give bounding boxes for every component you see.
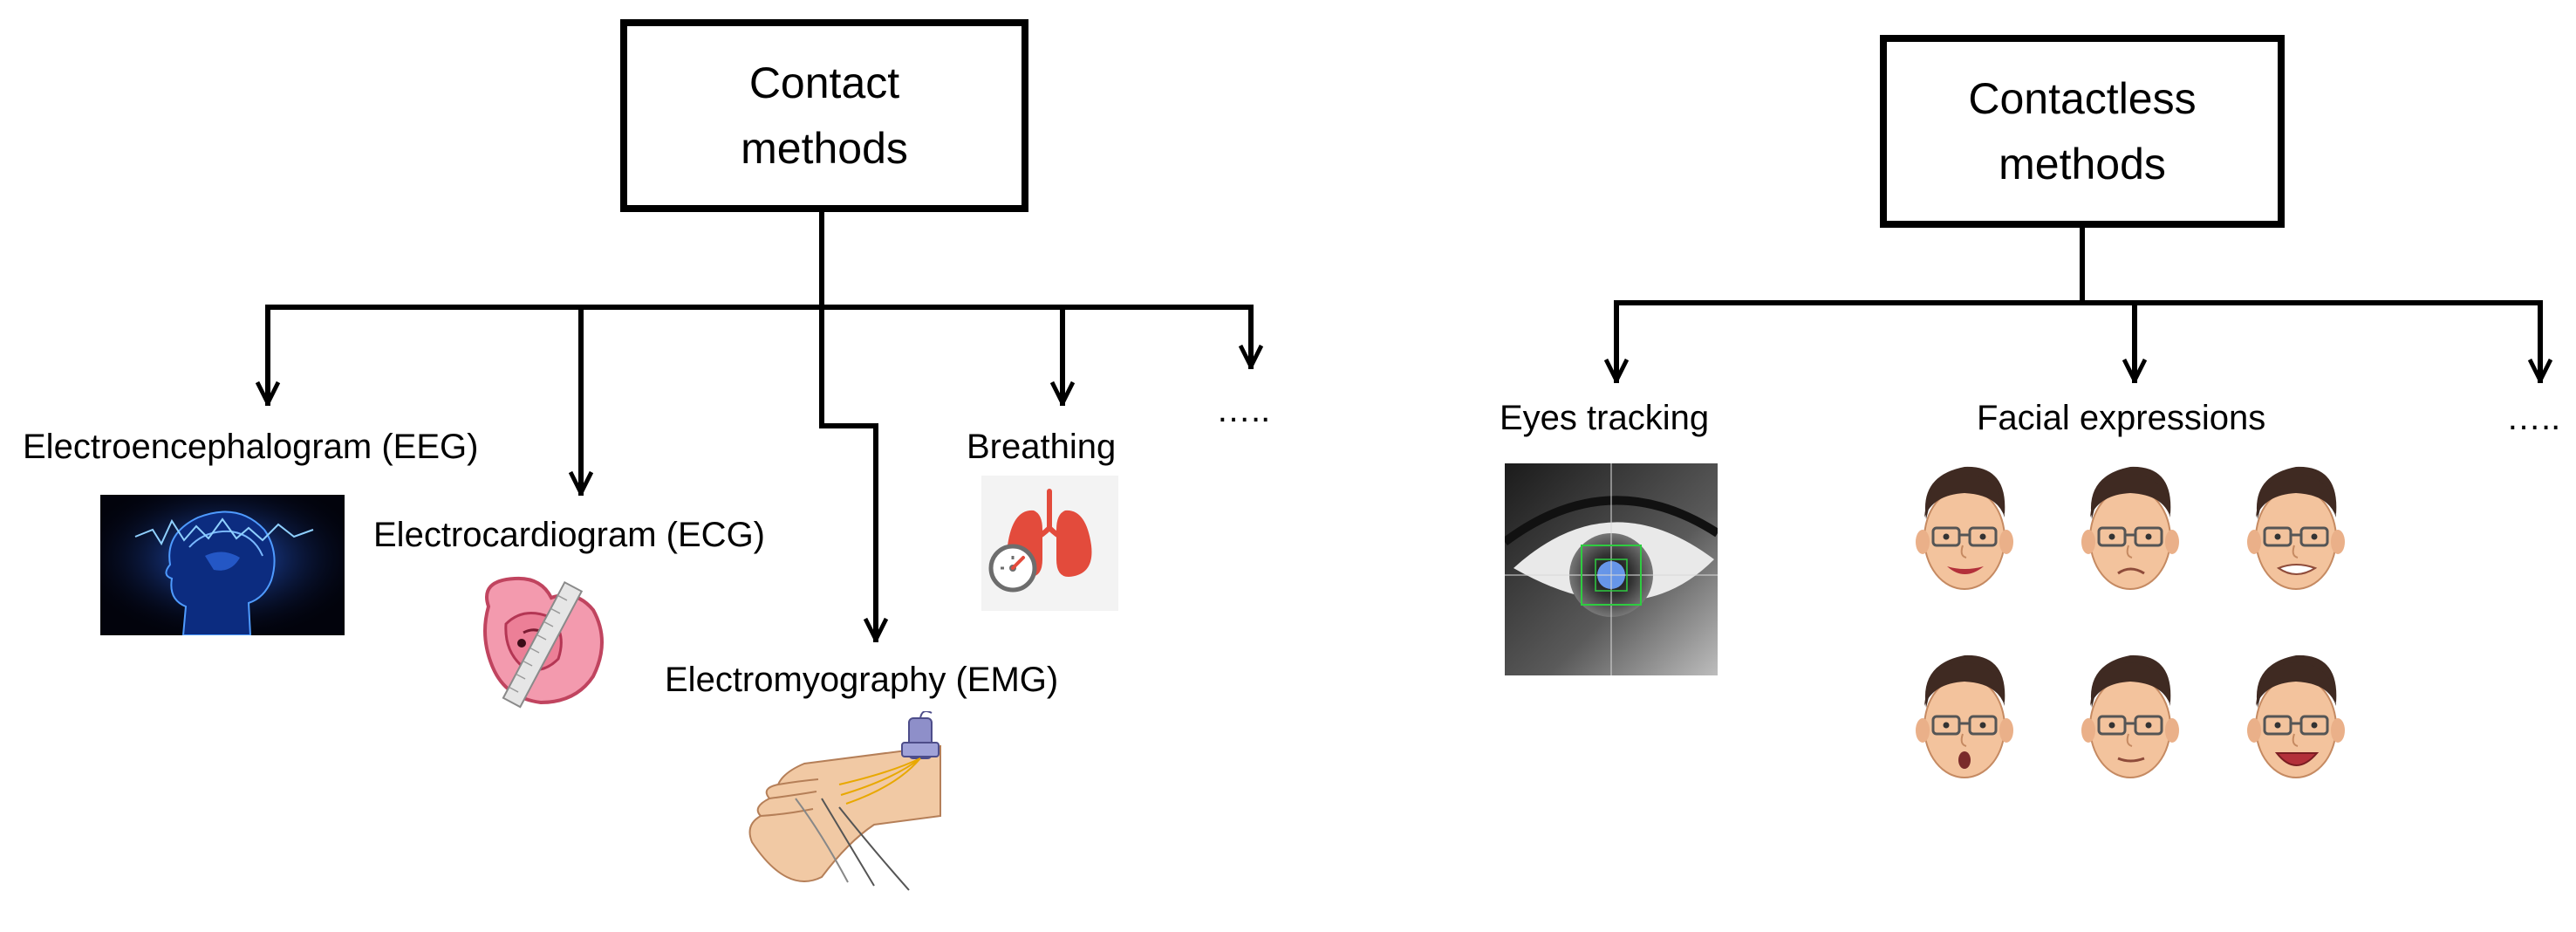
arrow-emg (819, 305, 876, 642)
contactless-methods-box: Contactless methods (1880, 35, 2285, 228)
contact-title-line2: methods (741, 123, 908, 173)
label-facial-expressions: Facial expressions (1977, 399, 2266, 437)
face-neutral (2080, 654, 2181, 779)
eeg-head-image (100, 495, 345, 635)
contact-title-line1: Contact (748, 58, 900, 107)
label-contactless-more: ….. (2506, 399, 2561, 437)
label-ecg: Electrocardiogram (ECG) (373, 516, 766, 554)
contactless-title-line1: Contactless (1968, 73, 2197, 123)
ecg-heart-image (471, 572, 611, 720)
face-surprise (1914, 654, 2015, 779)
contactless-title-line2: methods (1999, 139, 2166, 188)
emg-wrist-image (743, 711, 955, 897)
label-breathing: Breathing (967, 428, 1117, 466)
label-contact-more: ….. (1216, 391, 1271, 429)
label-emg: Electromyography (EMG) (665, 661, 1059, 699)
face-disgust (2245, 465, 2347, 591)
contact-methods-box: Contact methods (620, 19, 1028, 212)
face-laugh (2245, 654, 2347, 779)
face-smile (1914, 465, 2015, 591)
face-sad (2080, 465, 2181, 591)
eye-tracking-image (1505, 463, 1718, 675)
label-eyes-tracking: Eyes tracking (1500, 399, 1710, 437)
facial-expressions-grid (1914, 465, 2347, 779)
label-eeg: Electroencephalogram (EEG) (23, 428, 479, 466)
breathing-lungs-image (981, 476, 1118, 611)
